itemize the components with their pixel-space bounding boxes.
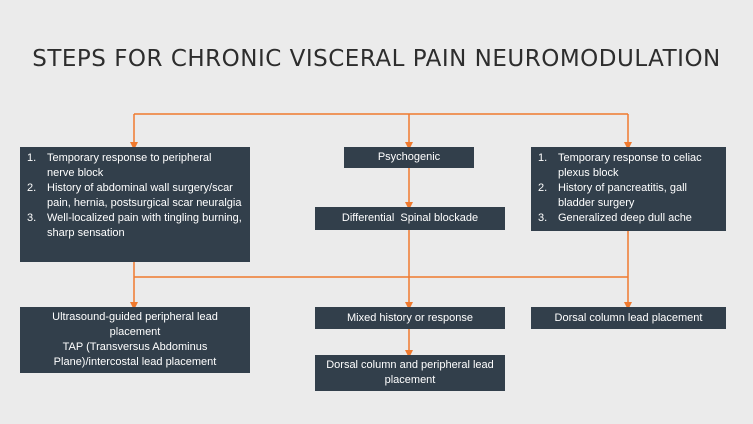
list-item: 3. Well-localized pain with tingling bur… <box>27 212 242 239</box>
visceral-criteria-box: 1. Temporary response to celiac plexus b… <box>531 147 726 231</box>
dorsal-peripheral-box: Dorsal column and peripheral lead placem… <box>315 355 505 391</box>
list-item: 2. History of pancreatitis, gall bladder… <box>538 182 687 209</box>
dorsal-peripheral-label: Dorsal column and peripheral lead placem… <box>326 359 494 386</box>
list-item: 1. Temporary response to peripheral nerv… <box>27 152 212 179</box>
list-item: 3. Generalized deep dull ache <box>538 212 692 224</box>
psychogenic-box: Psychogenic <box>344 147 474 168</box>
list-item: 2. History of abdominal wall surgery/sca… <box>27 182 242 209</box>
differential-blockade-box: Differential Spinal blockade <box>315 207 505 230</box>
mixed-history-box: Mixed history or response <box>315 307 505 329</box>
mixed-history-label: Mixed history or response <box>347 311 473 324</box>
diagram-title: STEPS FOR CHRONIC VISCERAL PAIN NEUROMOD… <box>32 46 721 72</box>
visceral-criteria-list: 1. Temporary response to celiac plexus b… <box>538 151 720 226</box>
peripheral-criteria-list: 1. Temporary response to peripheral nerv… <box>27 151 242 241</box>
list-item: 1. Temporary response to celiac plexus b… <box>538 152 702 179</box>
differential-label: Differential Spinal blockade <box>341 212 479 224</box>
peripheral-lead-label: Ultrasound-guided peripheral lead placem… <box>52 311 218 338</box>
dorsal-column-label: Dorsal column lead placement <box>554 311 703 324</box>
dorsal-column-box: Dorsal column lead placement <box>531 307 726 329</box>
peripheral-lead-box: Ultrasound-guided peripheral lead placem… <box>20 307 250 373</box>
tap-lead-label: TAP (Transversus Abdominus Plane)/interc… <box>53 341 217 368</box>
psychogenic-label: Psychogenic <box>377 151 441 163</box>
peripheral-criteria-box: 1. Temporary response to peripheral nerv… <box>20 147 250 262</box>
